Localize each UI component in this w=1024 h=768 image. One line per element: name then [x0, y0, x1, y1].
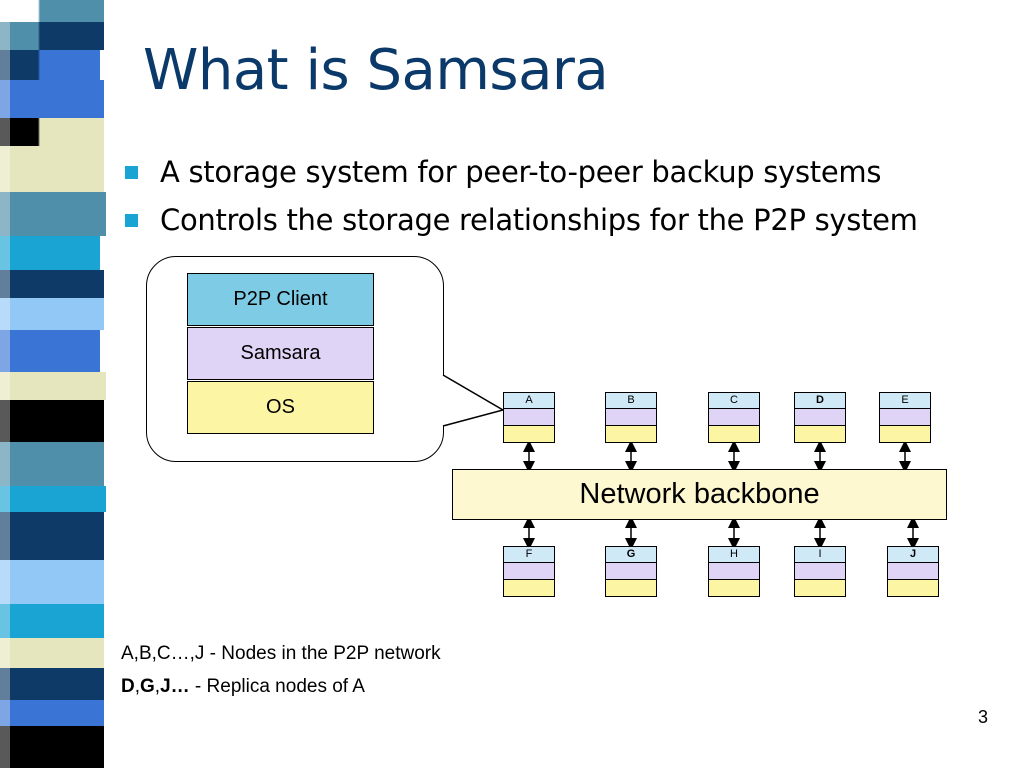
- node-i: I: [794, 546, 846, 597]
- stripe-band: [0, 726, 104, 768]
- node-label: I: [794, 546, 846, 563]
- stripe-edge: [0, 0, 10, 768]
- node-bottom-layer: [879, 426, 931, 443]
- replica-node-g: G: [140, 676, 155, 697]
- node-middle-layer: [708, 409, 760, 426]
- node-j: J: [887, 546, 939, 597]
- stripe-band: [0, 146, 104, 192]
- stack-layer-os: OS: [187, 381, 374, 434]
- stripe-band: [0, 400, 104, 442]
- node-bottom-layer: [708, 580, 760, 597]
- stripe-band: [0, 236, 100, 270]
- stripe-band: [0, 0, 104, 22]
- stack-layer-samsara: Samsara: [187, 327, 374, 380]
- node-bottom-layer: [605, 426, 657, 443]
- stripe-band: [0, 270, 104, 298]
- node-label: E: [879, 392, 931, 409]
- node-middle-layer: [605, 563, 657, 580]
- node-label: H: [708, 546, 760, 563]
- node-middle-layer: [887, 563, 939, 580]
- node-label: D: [794, 392, 846, 409]
- decorative-stripe: [0, 0, 118, 768]
- replica-separator: ,: [134, 676, 141, 697]
- bullet-item: A storage system for peer-to-peer backup…: [125, 150, 918, 198]
- node-bottom-layer: [605, 580, 657, 597]
- stripe-band: [0, 298, 104, 330]
- node-a: A: [503, 392, 555, 443]
- node-bottom-layer: [503, 426, 555, 443]
- stripe-band: [0, 372, 106, 400]
- node-bottom-layer: [503, 580, 555, 597]
- node-middle-layer: [605, 409, 657, 426]
- node-bottom-layer: [794, 580, 846, 597]
- stripe-band: [0, 700, 104, 726]
- callout-pointer-line: [442, 374, 505, 427]
- bullet-item: Controls the storage relationships for t…: [125, 198, 918, 246]
- node-label: A: [503, 392, 555, 409]
- stripe-band: [0, 22, 104, 50]
- replica-node-d: D: [121, 676, 135, 697]
- node-c: C: [708, 392, 760, 443]
- stripe-band: [0, 80, 104, 118]
- square-bullet-icon: [125, 166, 138, 179]
- node-e: E: [879, 392, 931, 443]
- stripe-band: [0, 486, 106, 512]
- node-middle-layer: [708, 563, 760, 580]
- node-bottom-layer: [708, 426, 760, 443]
- stripe-band: [0, 118, 104, 146]
- node-b: B: [605, 392, 657, 443]
- node-middle-layer: [879, 409, 931, 426]
- stripe-band: [0, 192, 106, 236]
- node-middle-layer: [794, 563, 846, 580]
- node-label: F: [503, 546, 555, 563]
- square-bullet-icon: [125, 214, 138, 227]
- bullet-text: A storage system for peer-to-peer backup…: [160, 155, 882, 189]
- stripe-band: [0, 50, 100, 80]
- node-bottom-layer: [887, 580, 939, 597]
- stripe-band: [0, 668, 104, 700]
- replica-description: - Replica nodes of A: [189, 676, 365, 697]
- node-middle-layer: [503, 409, 555, 426]
- stripe-band: [0, 638, 104, 668]
- network-backbone: Network backbone: [452, 469, 947, 520]
- node-h: H: [708, 546, 760, 597]
- stack-layer-p2p-client: P2P Client: [187, 273, 374, 326]
- stripe-band: [0, 442, 104, 486]
- node-label: J: [887, 546, 939, 563]
- nodes-note: A,B,C…,J - Nodes in the P2P network: [121, 643, 441, 664]
- node-label: C: [708, 392, 760, 409]
- node-bottom-layer: [794, 426, 846, 443]
- replica-separator: ,: [154, 676, 161, 697]
- node-label: G: [605, 546, 657, 563]
- stripe-band: [0, 512, 104, 560]
- node-f: F: [503, 546, 555, 597]
- node-middle-layer: [503, 563, 555, 580]
- stripe-band: [0, 604, 104, 638]
- node-middle-layer: [794, 409, 846, 426]
- page-number: 3: [977, 707, 988, 727]
- replica-note: D,G,J… - Replica nodes of A: [121, 676, 365, 698]
- bullet-text: Controls the storage relationships for t…: [160, 203, 918, 237]
- node-d: D: [794, 392, 846, 443]
- stripe-band: [0, 560, 104, 604]
- bullet-list: A storage system for peer-to-peer backup…: [125, 150, 918, 246]
- stripe-band: [0, 330, 100, 372]
- slide-title: What is Samsara: [143, 38, 609, 103]
- node-g: G: [605, 546, 657, 597]
- node-label: B: [605, 392, 657, 409]
- replica-node-j: J…: [160, 676, 190, 697]
